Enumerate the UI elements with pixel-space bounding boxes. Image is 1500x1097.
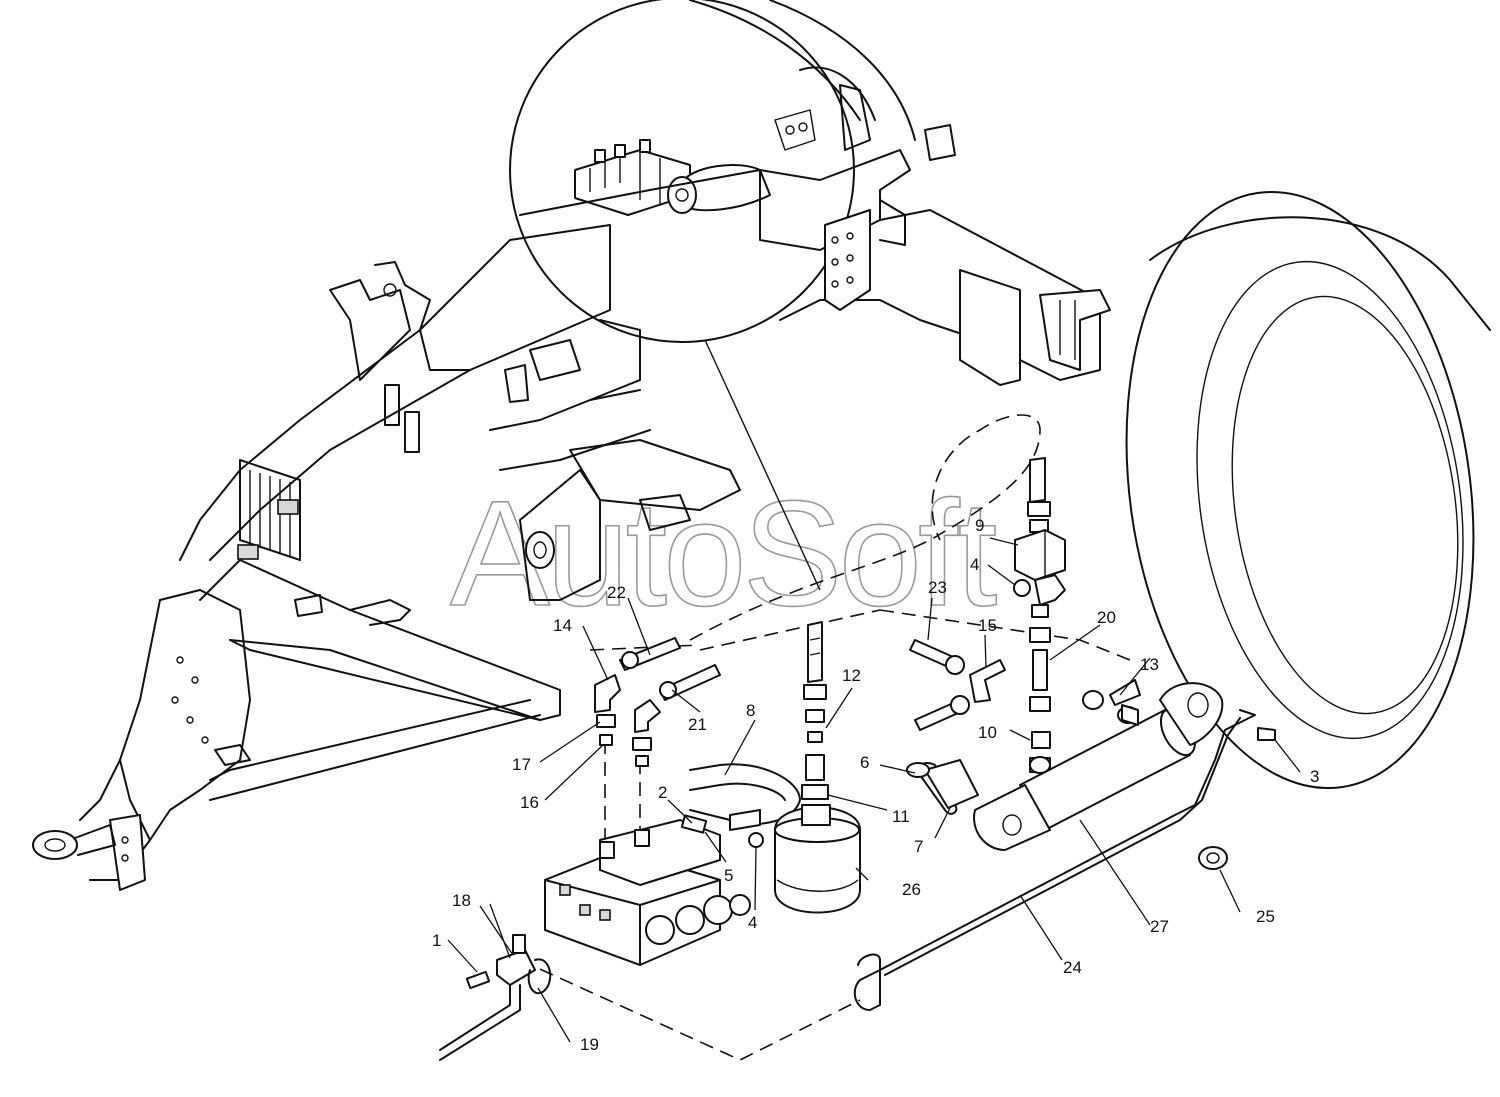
- label-23: 23: [928, 578, 947, 597]
- label-17: 17: [512, 755, 531, 774]
- chassis: [32, 224, 741, 891]
- fittings-center: [801, 621, 829, 800]
- label-27: 27: [1150, 917, 1169, 936]
- rear-frame: [519, 84, 1111, 386]
- cylinder: [973, 679, 1224, 851]
- fittings-right: [909, 639, 1006, 731]
- label-9: 9: [975, 516, 984, 535]
- part-labels: 1 2 3 4 4 5 6 7 8 9 10 11 12 13 14 15 16…: [432, 516, 1319, 1054]
- label-4-top: 4: [970, 555, 979, 574]
- label-24: 24: [1063, 958, 1082, 977]
- label-26: 26: [902, 880, 921, 899]
- label-13: 13: [1140, 655, 1159, 674]
- label-18: 18: [452, 891, 471, 910]
- label-20: 20: [1097, 608, 1116, 627]
- label-4-bottom: 4: [748, 913, 757, 932]
- label-10: 10: [978, 723, 997, 742]
- accumulator: [689, 763, 861, 914]
- label-21: 21: [688, 715, 707, 734]
- label-7: 7: [914, 837, 923, 856]
- label-25: 25: [1256, 907, 1275, 926]
- label-11: 11: [892, 807, 910, 826]
- label-5: 5: [724, 866, 733, 885]
- label-2: 2: [658, 783, 667, 802]
- label-19: 19: [580, 1035, 599, 1054]
- small-parts-left: [439, 814, 764, 1061]
- label-14: 14: [553, 616, 572, 635]
- label-6: 6: [860, 753, 869, 772]
- fittings-left: [594, 637, 721, 767]
- label-15: 15: [978, 616, 997, 635]
- label-1: 1: [432, 931, 441, 950]
- label-8: 8: [746, 701, 755, 720]
- leader-lines: [447, 537, 1301, 1043]
- detail-circle: [509, 0, 916, 591]
- valve-block: [544, 819, 751, 966]
- rod-and-small-parts: [853, 704, 1276, 1011]
- label-16: 16: [520, 793, 539, 812]
- label-22: 22: [607, 583, 626, 602]
- label-12: 12: [842, 666, 861, 685]
- wheel-right: [1125, 190, 1491, 790]
- label-3: 3: [1310, 767, 1319, 786]
- detail-valve-block: [574, 139, 771, 216]
- valve-9: [1013, 457, 1066, 773]
